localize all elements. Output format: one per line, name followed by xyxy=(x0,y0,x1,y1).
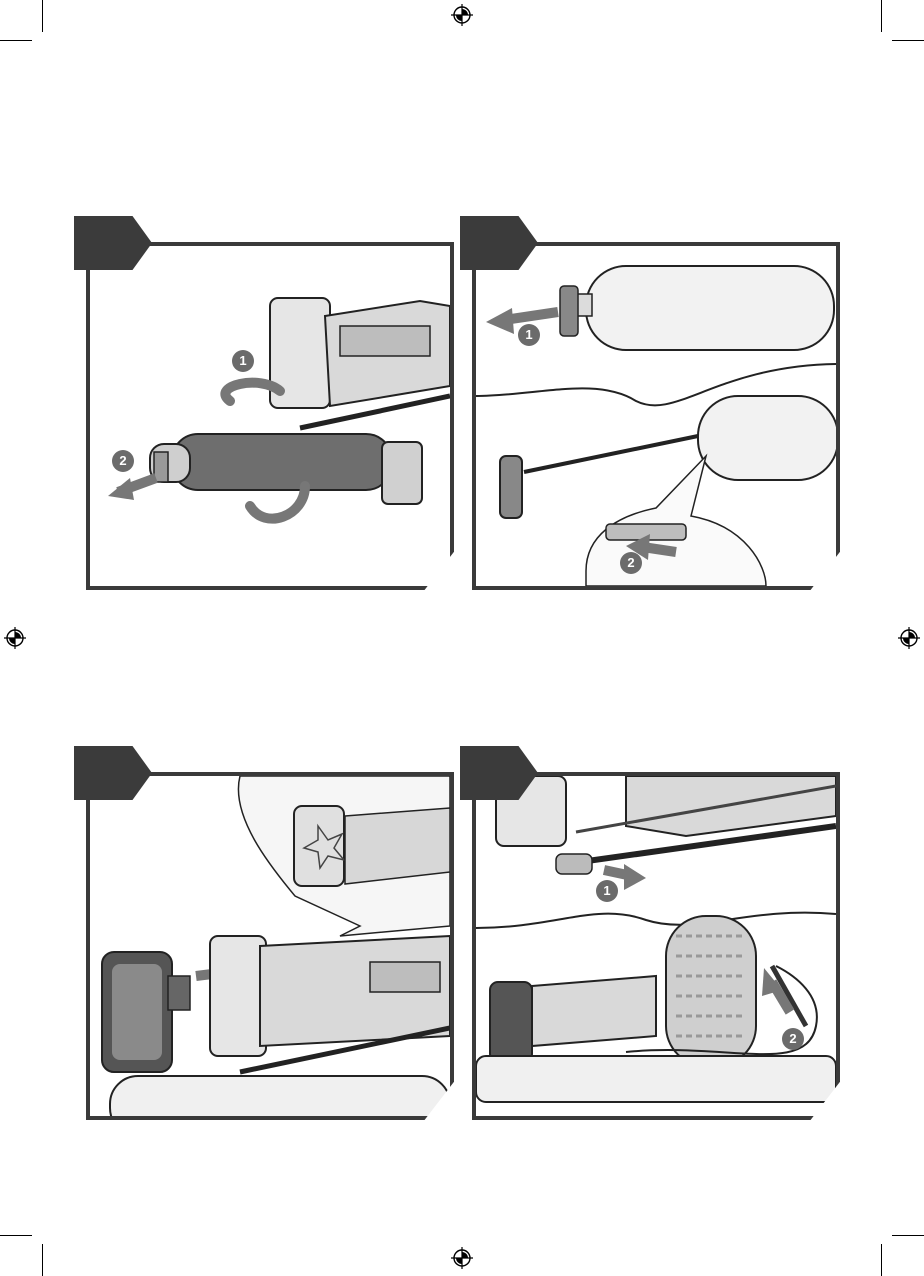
step-panel-2: 1 2 xyxy=(472,242,840,590)
step-1-illustration xyxy=(90,246,450,586)
crop-mark-icon xyxy=(42,1244,43,1276)
step-3-illustration xyxy=(90,776,450,1116)
callout-1: 1 xyxy=(232,350,254,372)
callout-2: 2 xyxy=(112,450,134,472)
callout-2: 2 xyxy=(620,552,642,574)
step-panel-4: 1 2 xyxy=(472,772,840,1120)
crop-mark-icon xyxy=(881,1244,882,1276)
callout-1: 1 xyxy=(518,324,540,346)
registration-mark-icon xyxy=(451,4,473,26)
step-panel-1: 1 2 xyxy=(86,242,454,590)
registration-mark-icon xyxy=(4,627,26,649)
step-4-illustration xyxy=(476,776,836,1116)
crop-mark-icon xyxy=(892,1235,924,1236)
crop-mark-icon xyxy=(0,40,32,41)
crop-mark-icon xyxy=(881,0,882,32)
step-2-illustration xyxy=(476,246,836,586)
crop-mark-icon xyxy=(42,0,43,32)
registration-mark-icon xyxy=(451,1247,473,1269)
callout-1: 1 xyxy=(596,880,618,902)
callout-2: 2 xyxy=(782,1028,804,1050)
registration-mark-icon xyxy=(898,627,920,649)
step-panel-3 xyxy=(86,772,454,1120)
crop-mark-icon xyxy=(0,1235,32,1236)
crop-mark-icon xyxy=(892,40,924,41)
